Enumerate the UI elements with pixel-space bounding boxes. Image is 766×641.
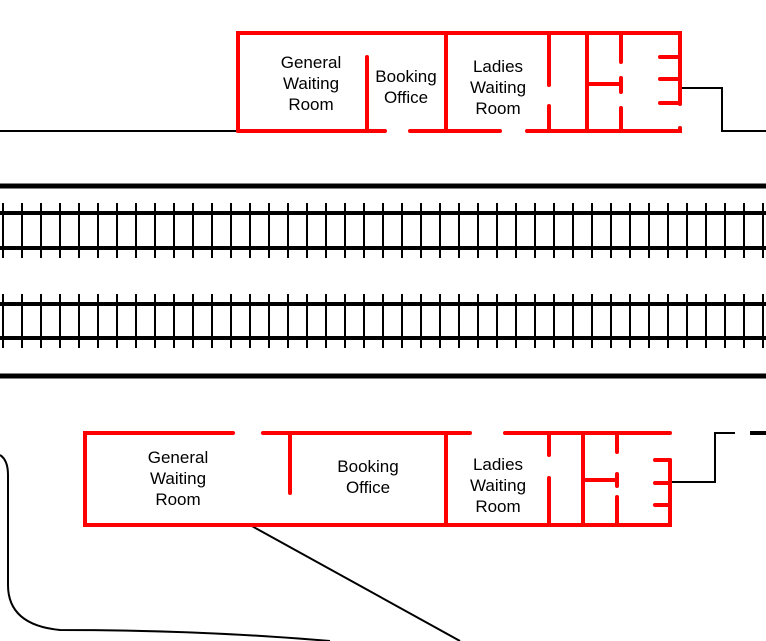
bottom-station-building: General Waiting Room Booking Office Ladi… [0,431,766,641]
track-2 [0,294,766,348]
label-general-waiting-2: Waiting [283,74,339,93]
label-ladies-waiting-bottom-2: Waiting [470,476,526,495]
label-booking-office-bottom-2: Office [346,478,390,497]
label-booking-office-2: Office [384,88,428,107]
label-general-waiting-bottom: General [148,448,208,467]
label-general-waiting-bottom-3: Room [155,490,200,509]
label-booking-office-bottom: Booking [337,457,398,476]
label-general-waiting-bottom-2: Waiting [150,469,206,488]
top-station-building: General Waiting Room Booking Office Ladi… [0,31,766,133]
svg-text:General: General [281,53,341,72]
label-ladies-waiting-3: Room [475,99,520,118]
label-booking-office: Booking [375,67,436,86]
label-general-waiting: General [281,53,341,72]
label-ladies-waiting-bottom: Ladies [473,455,523,474]
label-ladies-waiting-2: Waiting [470,78,526,97]
track-1 [0,203,766,258]
label-ladies-waiting: Ladies [473,57,523,76]
label-ladies-waiting-bottom-3: Room [475,497,520,516]
label-general-waiting-3: Room [288,95,333,114]
